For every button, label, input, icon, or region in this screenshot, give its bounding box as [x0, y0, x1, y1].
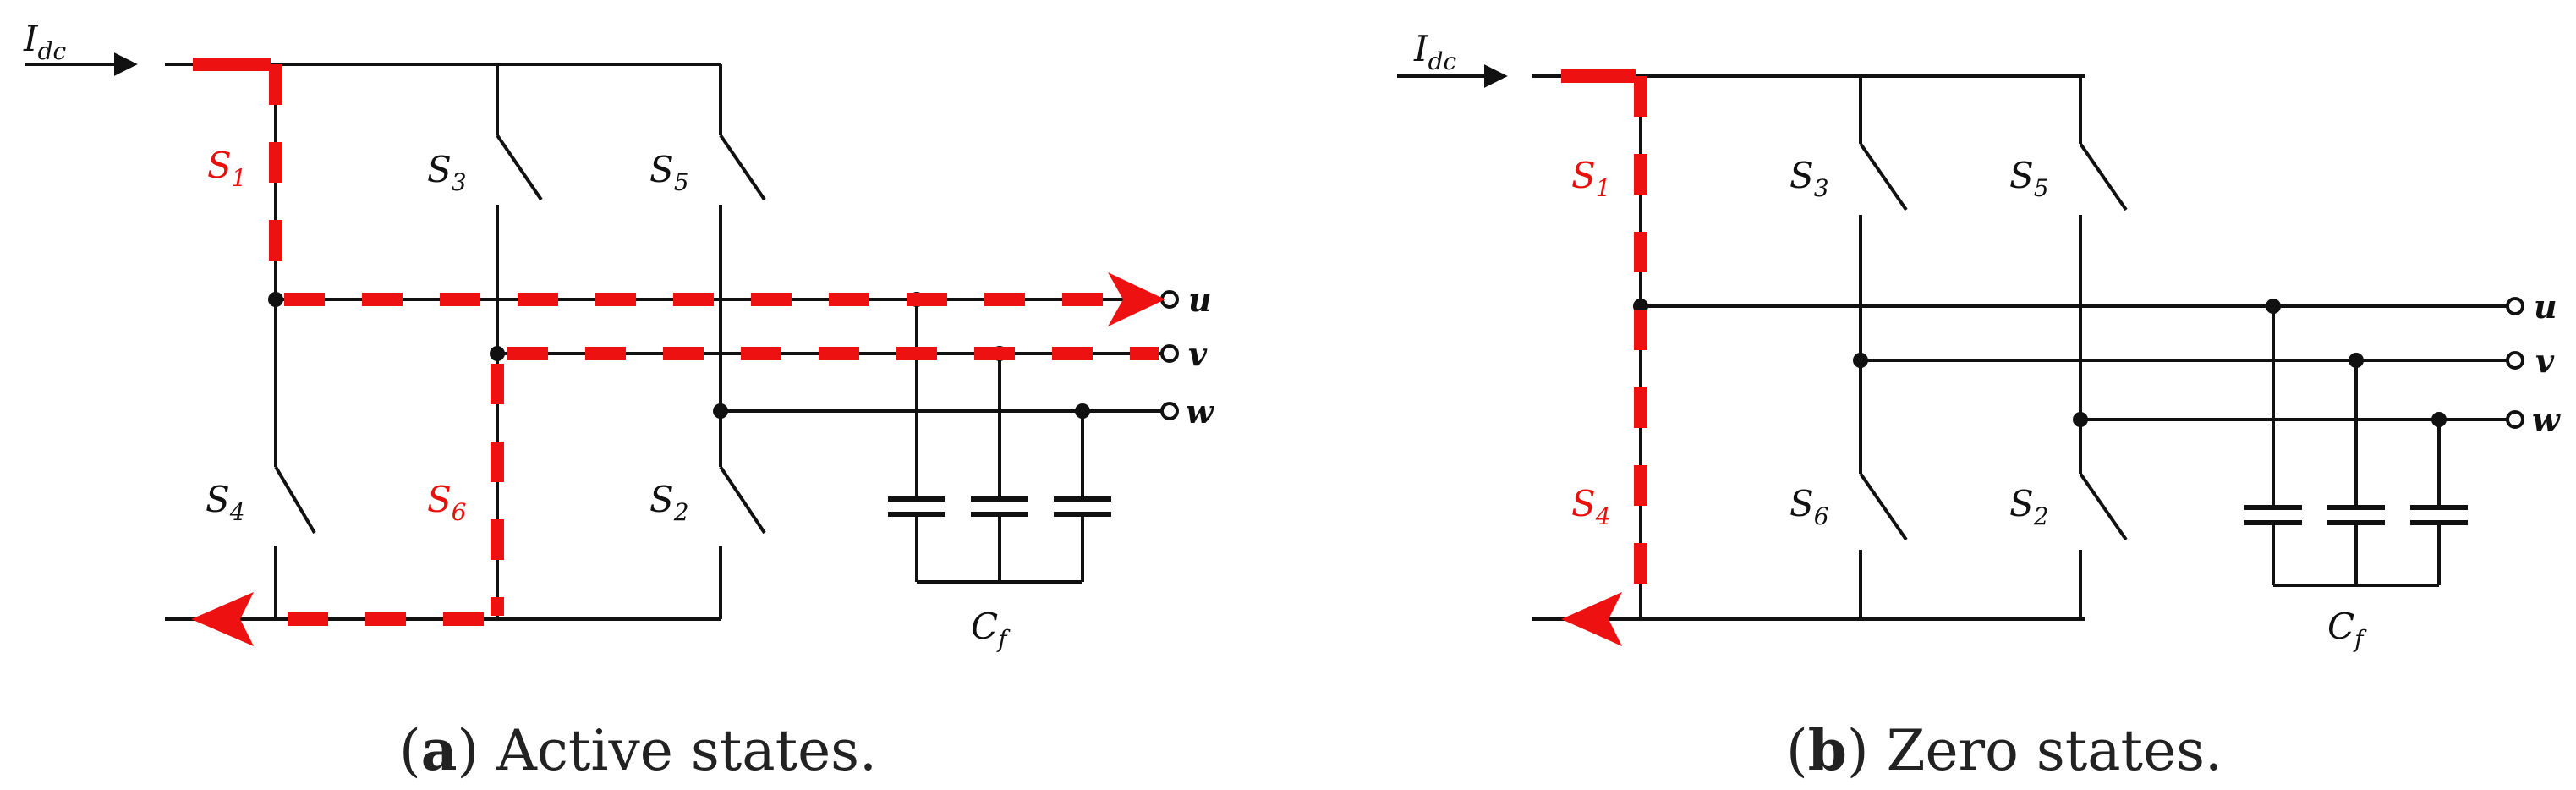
panel-a-label-s1: S1: [207, 145, 247, 192]
panel-a-label-s4: S4: [206, 479, 245, 526]
panel-b-leg-w: [2079, 76, 2128, 619]
panel-a-s4-switch: [274, 465, 316, 535]
panel-b-s5-switch: [2079, 142, 2128, 211]
panel-a-label-s2: S2: [649, 479, 689, 526]
panel-a-filter-label: Cf: [971, 606, 1011, 653]
panel-b-circuit: Idc: [1397, 28, 2561, 783]
panel-a-output-arrow: [1108, 272, 1165, 326]
panel-a-leg-w: [719, 64, 766, 619]
panel-b-leg-v: [1859, 76, 1908, 619]
panel-b-node-v: [1853, 353, 1868, 368]
panel-b-label-s3: S3: [1789, 155, 1829, 202]
panel-a-label-s6: S6: [427, 479, 467, 526]
panel-b-node-w: [2073, 412, 2088, 427]
panel-a-output-w: w: [1186, 392, 1214, 431]
panel-b-terminal-v: [2506, 351, 2524, 370]
panel-a-label-s5: S5: [649, 149, 689, 196]
panel-a-idc-label: Idc: [23, 18, 67, 65]
panel-a-output-v: v: [1188, 335, 1208, 373]
panel-b-filter-label: Cf: [2327, 606, 2367, 653]
panel-b-label-s5: S5: [2009, 155, 2049, 202]
panel-b-terminal-w: [2506, 410, 2524, 429]
panel-b-label-s6: S6: [1789, 483, 1829, 530]
panel-a-node-w: [713, 403, 728, 419]
panel-b-s2-switch: [2079, 472, 2128, 541]
panel-b-output-w: w: [2532, 401, 2561, 439]
panel-a-current-path: [191, 58, 1165, 646]
panel-b-current-path: [1561, 69, 1647, 646]
panel-a-node-v: [490, 346, 505, 361]
panel-b-label-s1: S1: [1571, 155, 1611, 202]
panel-b-caption: (b) Zero states.: [1786, 717, 2222, 783]
panel-b-label-s2: S2: [2009, 483, 2049, 530]
panel-b-output-u: u: [2534, 288, 2557, 326]
panel-a-terminal-w: [1160, 402, 1179, 420]
panel-a-circuit: Idc: [23, 18, 1214, 783]
panel-b-s6-switch: [1859, 472, 1908, 541]
panel-a-label-s3: S3: [427, 149, 467, 196]
panel-b-filter-capacitors: [2244, 306, 2468, 587]
panel-a-caption: (a) Active states.: [399, 717, 877, 783]
panel-b-label-s4: S4: [1571, 483, 1611, 530]
panel-a-s3-switch: [496, 134, 543, 201]
panel-a-s5-switch: [719, 134, 766, 201]
panel-b-s3-switch: [1859, 142, 1908, 211]
panel-b-return-arrow: [1561, 592, 1622, 646]
panel-b-idc-label: Idc: [1413, 28, 1457, 75]
panel-a-terminal-v: [1160, 344, 1179, 363]
panel-b-output-v: v: [2535, 342, 2555, 380]
panel-a-output-u: u: [1188, 281, 1212, 319]
panel-a-filter-capacitors: [888, 299, 1111, 584]
panel-a-s2-switch: [719, 465, 766, 535]
panel-a-node-u: [268, 292, 283, 307]
panel-b-terminal-u: [2506, 297, 2524, 315]
panel-a-return-arrow: [191, 592, 254, 646]
